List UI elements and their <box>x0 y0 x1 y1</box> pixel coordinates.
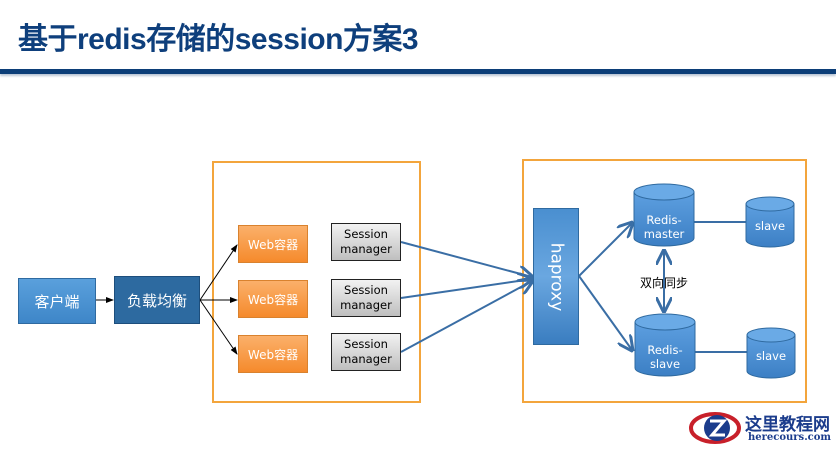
title-divider <box>0 69 836 74</box>
session-manager-label: Session <box>344 283 388 297</box>
web-container-1: Web容器 <box>238 225 308 263</box>
web-container-3: Web容器 <box>238 335 308 373</box>
redis-master-label: Redis- master <box>634 210 694 244</box>
arrow-haproxy-master <box>578 223 632 277</box>
session-manager-label: manager <box>340 352 392 366</box>
group-box-web <box>212 161 421 403</box>
sync-label: 双向同步 <box>640 276 689 290</box>
haproxy-node: haproxy <box>533 208 579 345</box>
arrow-session-haproxy-1 <box>400 241 532 277</box>
watermark-url: herecours.com <box>748 432 832 443</box>
arrow-session-haproxy-3 <box>400 281 532 353</box>
haproxy-label: haproxy <box>546 242 567 311</box>
session-manager-1: Session manager <box>331 223 401 261</box>
session-manager-label: Session <box>344 227 388 241</box>
client-node: 客户端 <box>18 278 96 324</box>
slave-top-label: slave <box>754 219 786 233</box>
session-manager-label: manager <box>340 242 392 256</box>
redis-master-cylinder <box>633 183 695 247</box>
slave-bottom-cylinder <box>746 327 796 379</box>
web-container-2: Web容器 <box>238 280 308 318</box>
redis-slave-line1: Redis- <box>647 343 683 357</box>
session-manager-3: Session manager <box>331 333 401 371</box>
redis-master-line2: master <box>643 227 685 241</box>
watermark-logo-icon <box>689 412 741 444</box>
session-manager-label: manager <box>340 298 392 312</box>
slave-top-cylinder <box>745 196 795 248</box>
arrow-haproxy-slave <box>578 275 632 350</box>
watermark-name: 这里教程网 <box>745 415 830 435</box>
redis-master-line1: Redis- <box>646 213 682 227</box>
redis-slave-line2: slave <box>649 357 681 371</box>
arrow-lb-web-3 <box>199 299 238 355</box>
slave-bottom-label: slave <box>755 349 787 363</box>
page-title: 基于redis存储的session方案3 <box>18 23 419 56</box>
load-balancer-node: 负载均衡 <box>114 276 200 324</box>
redis-slave-cylinder <box>634 313 696 377</box>
arrow-lb-web-1 <box>199 244 238 301</box>
session-manager-2: Session manager <box>331 279 401 317</box>
session-manager-label: Session <box>344 337 388 351</box>
redis-slave-label: Redis- slave <box>635 340 695 374</box>
arrow-session-haproxy-2 <box>400 279 532 299</box>
